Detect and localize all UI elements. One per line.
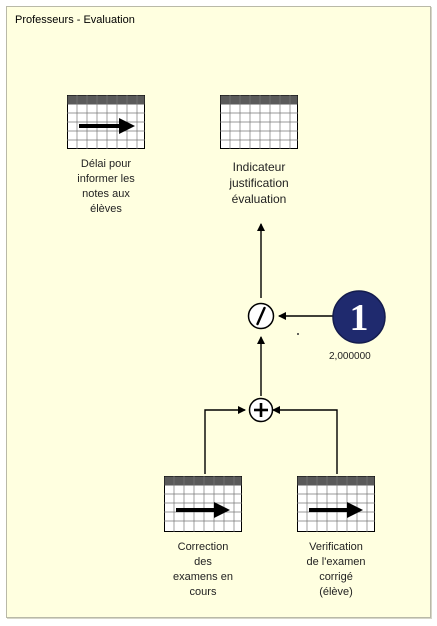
number-one-icon[interactable]: 1 [331,289,387,345]
label-correction: Correction des examens en cours [173,541,233,598]
label-delai: Délai pour informer les notes aux élèves [77,158,135,215]
label-verification: Verification de l'examen corrigé (élève) [306,541,366,598]
connector-lines [204,223,338,474]
wire-correction-to-add [204,406,246,474]
grid-arrow-icon[interactable] [297,476,375,532]
diagram-panel: Professeurs - Evaluation [6,6,431,618]
label-indicateur: Indicateur justification évaluation [229,160,289,206]
constant-digit: 1 [350,297,369,339]
wire-verification-to-add [272,406,338,474]
divide-icon[interactable] [247,302,275,330]
panel-title: Professeurs - Evaluation [15,14,135,26]
grid-arrow-icon[interactable] [164,476,242,532]
constant-value: 2,000000 [329,351,371,362]
plus-icon[interactable] [248,397,274,423]
grid-icon[interactable] [220,95,298,149]
grid-arrow-icon[interactable] [67,95,145,149]
